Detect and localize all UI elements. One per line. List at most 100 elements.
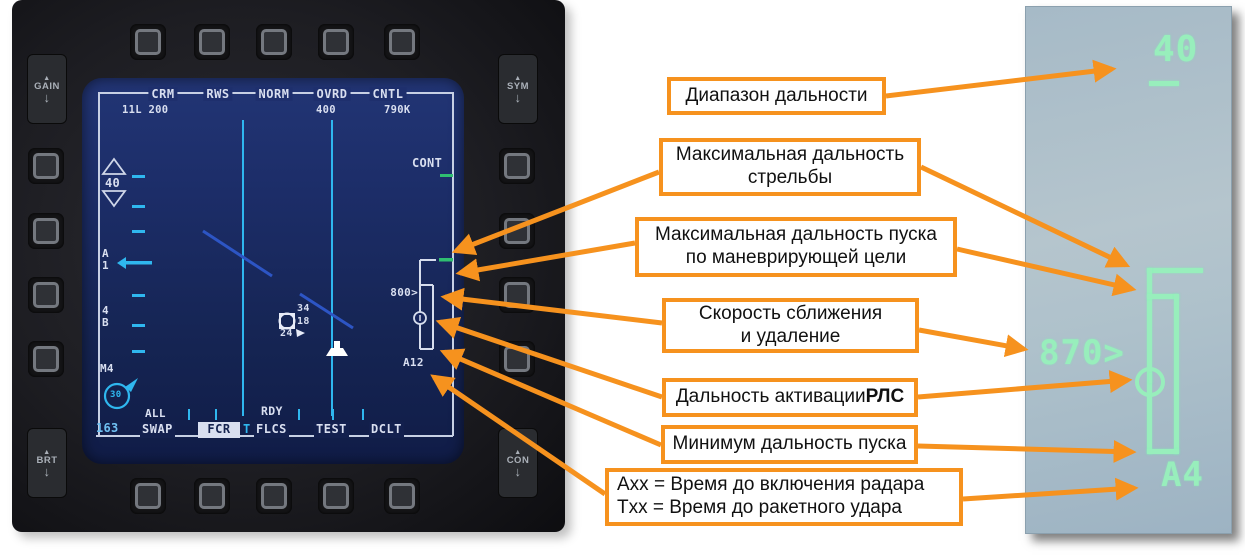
hud-dlz-top-bar <box>1147 268 1203 273</box>
rdy-label: RDY <box>261 404 283 418</box>
down-arrow-icon: ↓ <box>43 89 51 105</box>
osb-button-bottom-5[interactable] <box>384 478 420 514</box>
osb-label-crm: CRM <box>148 87 178 101</box>
bugged-target-circle <box>278 312 296 330</box>
swap-label: SWAP <box>140 422 175 438</box>
annotation-text: по маневрирующей цели <box>685 247 907 268</box>
acquisition-cursor-left-line[interactable] <box>242 120 245 416</box>
osb-button-left-3[interactable] <box>28 277 64 313</box>
arrow-closure-right <box>918 327 1029 358</box>
osb-button-top-1[interactable] <box>130 24 166 60</box>
annotation-text: стрельбы <box>747 167 833 188</box>
scale-tick <box>132 205 145 208</box>
sym-rocker[interactable]: ▲ SYM ↓ <box>498 54 538 124</box>
osb-button-bottom-3[interactable] <box>256 478 292 514</box>
osb-button-top-5[interactable] <box>384 24 420 60</box>
range-up-arrow-icon[interactable] <box>101 157 127 175</box>
antenna-azimuth-pointer <box>125 378 138 392</box>
osb-button-right-4[interactable] <box>499 341 535 377</box>
steering-line-segment <box>202 229 273 278</box>
scale-tick <box>132 350 145 353</box>
dlz-green-dash <box>439 258 453 262</box>
fcr-tab-selected: FCR <box>198 422 240 438</box>
mode-label: M4 <box>100 362 114 375</box>
hud-dlz-bottom-bar <box>1147 449 1179 454</box>
screen-border-left <box>98 92 100 436</box>
annotation-max-firing-range: Максимальная дальность стрельбы <box>659 138 921 196</box>
con-rocker[interactable]: ▲ CON ↓ <box>498 428 538 498</box>
scale-label-4: 4 <box>102 304 109 317</box>
range-scale-value: 40 <box>105 176 121 190</box>
annotation-text: Axx = Время до включения радара <box>617 474 925 496</box>
scale-label-b: B <box>102 316 109 329</box>
steerpoint-symbol <box>326 341 348 356</box>
hud-activation-time: A4 <box>1161 455 1204 495</box>
annotation-text: Максимальная дальность <box>675 144 905 166</box>
hud-range-scale: 40 <box>1153 29 1199 70</box>
annotation-text: Txx = Время до ракетного удара <box>617 497 902 518</box>
annotation-text: Диапазон дальности <box>685 84 868 106</box>
annotation-closure-rate: Скорость сближения и удаление <box>662 298 919 353</box>
mfd-unit: ▲ GAIN ↓ ▲ SYM ↓ ▲ BRT ↓ ▲ CON ↓ <box>12 0 565 532</box>
scale-tick <box>132 294 145 297</box>
osb-button-top-4[interactable] <box>318 24 354 60</box>
cont-label: CONT <box>412 156 443 170</box>
gain-rocker[interactable]: ▲ GAIN ↓ <box>27 54 67 124</box>
osb-tick <box>298 409 300 420</box>
osb-button-left-1[interactable] <box>28 148 64 184</box>
annotation-time-legend: Axx = Время до включения радара Txx = Вр… <box>605 468 963 526</box>
screen-border-right <box>452 92 454 436</box>
annotation-min-launch-range: Минимум дальность пуска <box>661 425 918 464</box>
annotation-text-bold: РЛС <box>865 386 905 408</box>
hud-closure-value: 870> <box>1039 333 1125 373</box>
hud-dlz-right-line <box>1174 294 1179 454</box>
elevation-caret-icon <box>117 257 126 269</box>
radar-activation-time: A12 <box>403 356 424 369</box>
osb-label-rws: RWS <box>203 87 233 101</box>
osb-tick <box>215 409 217 420</box>
heading-value: 163 <box>96 421 119 435</box>
target-value-bottom: 18 <box>297 316 310 327</box>
osb-label-cntl: CNTL <box>369 87 407 101</box>
annotation-text: Скорость сближения <box>698 302 883 324</box>
annotation-text: и удаление <box>740 325 841 347</box>
osb-button-bottom-2[interactable] <box>194 478 230 514</box>
hud-dlz-step <box>1147 294 1179 299</box>
brt-rocker[interactable]: ▲ BRT ↓ <box>27 428 67 498</box>
osb-button-bottom-1[interactable] <box>130 478 166 514</box>
osb-button-top-2[interactable] <box>194 24 230 60</box>
osb-tick <box>188 409 190 420</box>
osb-label-ovrd: OVRD <box>313 87 351 101</box>
osb-button-left-2[interactable] <box>28 213 64 249</box>
annotation-text: Дальность активации <box>675 386 866 408</box>
acquisition-cursor-right-line[interactable] <box>331 120 334 416</box>
osb-button-right-2[interactable] <box>499 213 535 249</box>
range-down-arrow-icon[interactable] <box>101 190 127 208</box>
osb-tick <box>362 409 364 420</box>
antenna-azimuth-circle <box>103 382 131 410</box>
down-arrow-icon: ↓ <box>514 463 522 479</box>
target-aspect-arrow-icon <box>296 329 305 337</box>
cont-green-dash <box>440 174 453 177</box>
all-label: ALL <box>145 407 166 420</box>
osb-button-bottom-4[interactable] <box>318 478 354 514</box>
annotation-text: Максимальная дальность пуска <box>655 224 937 246</box>
hud-radar-activation-circle <box>1135 367 1165 397</box>
readout-right: 790K <box>384 104 411 116</box>
osb-button-top-3[interactable] <box>256 24 292 60</box>
up-arrow-icon: ▲ <box>43 448 51 456</box>
elevation-caret-dash <box>126 261 152 265</box>
test-label: TEST <box>314 422 349 438</box>
osb-label-norm: NORM <box>255 87 293 101</box>
hud-zoom-panel: 40 870> A4 <box>1025 6 1232 534</box>
scale-label-1: 1 <box>102 259 109 272</box>
osb-button-left-4[interactable] <box>28 341 64 377</box>
down-arrow-icon: ↓ <box>43 463 51 479</box>
sym-rocker-label: SYM <box>506 80 530 92</box>
t-cue-label: T <box>243 422 251 436</box>
osb-tick <box>332 409 334 420</box>
annotation-text: Минимум дальность пуска <box>672 433 907 455</box>
osb-button-right-3[interactable] <box>499 277 535 313</box>
osb-button-right-1[interactable] <box>499 148 535 184</box>
up-arrow-icon: ▲ <box>43 74 51 82</box>
